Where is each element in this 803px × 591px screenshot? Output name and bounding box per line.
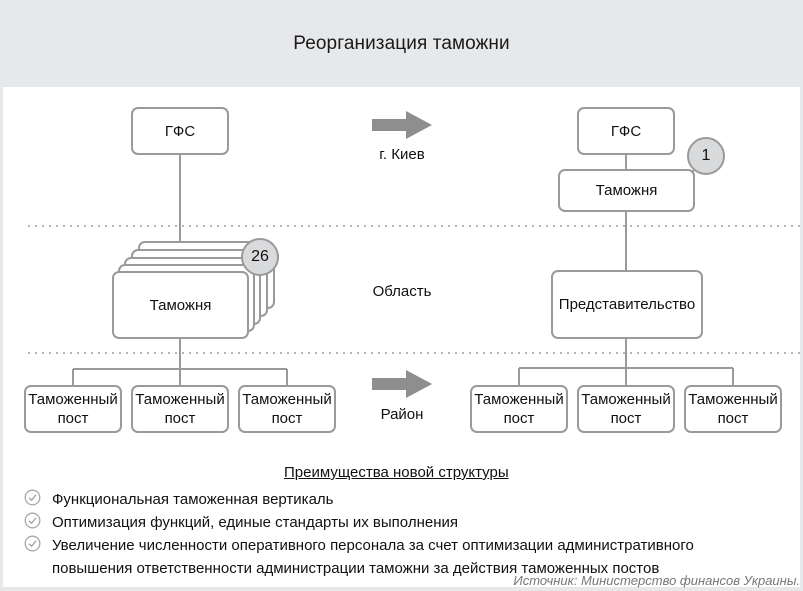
post-label-line2: пост xyxy=(717,410,749,427)
check-circle-icon xyxy=(24,535,41,552)
post-label-line1: Таможенный xyxy=(581,391,671,408)
benefit-text: Оптимизация функций, единые стандарты их… xyxy=(52,514,458,531)
after-post-box: Таможенный пост xyxy=(684,385,782,433)
before-customs-label: Таможня xyxy=(149,296,212,314)
post-label-line2: пост xyxy=(271,410,303,427)
after-post-box: Таможенный пост xyxy=(577,385,675,433)
before-customs-count: 26 xyxy=(251,248,269,265)
post-label-line1: Таможенный xyxy=(135,391,225,408)
before-post-box: Таможенный пост xyxy=(131,385,229,433)
representation-box: Представительство xyxy=(551,270,703,339)
level-label-kyiv: г. Киев xyxy=(379,146,425,163)
before-customs-box: Таможня xyxy=(112,271,249,339)
benefit-item: Увеличение численности оперативного перс… xyxy=(24,534,694,580)
before-gfs-box: ГФС xyxy=(131,107,229,155)
benefit-text-continued: повышения ответственности администрации … xyxy=(52,560,660,577)
before-gfs-label: ГФС xyxy=(164,122,196,140)
after-post-box: Таможенный пост xyxy=(470,385,568,433)
before-post-box: Таможенный пост xyxy=(238,385,336,433)
source-note: Источник: Министерство финансов Украины. xyxy=(513,573,800,588)
post-label-line1: Таможенный xyxy=(688,391,778,408)
header: Реорганизация таможни xyxy=(0,0,803,87)
representation-label: Представительство xyxy=(558,296,696,313)
post-label-line2: пост xyxy=(57,410,89,427)
after-customs-count: 1 xyxy=(701,147,711,164)
after-customs-count-badge: 1 xyxy=(687,137,725,175)
benefits-title: Преимущества новой структуры xyxy=(284,464,509,481)
post-label-line1: Таможенный xyxy=(474,391,564,408)
arrow-right-icon xyxy=(372,111,432,139)
post-label-line1: Таможенный xyxy=(28,391,118,408)
post-label-line2: пост xyxy=(164,410,196,427)
benefit-item: Оптимизация функций, единые стандарты их… xyxy=(24,511,458,534)
check-circle-icon xyxy=(24,512,41,529)
benefit-item: Функциональная таможенная вертикаль xyxy=(24,488,333,511)
post-label-line2: пост xyxy=(503,410,535,427)
before-post-box: Таможенный пост xyxy=(24,385,122,433)
page-title: Реорганизация таможни xyxy=(293,32,510,54)
level-label-oblast: Область xyxy=(372,283,432,300)
post-label-line1: Таможенный xyxy=(242,391,332,408)
after-gfs-label: ГФС xyxy=(610,122,642,140)
benefit-text: Увеличение численности оперативного перс… xyxy=(52,537,694,554)
level-label-raion: Район xyxy=(380,406,424,423)
post-label-line2: пост xyxy=(610,410,642,427)
before-customs-count-badge: 26 xyxy=(241,238,279,276)
after-customs-box: Таможня xyxy=(558,169,695,212)
after-customs-label: Таможня xyxy=(595,182,658,199)
benefit-text: Функциональная таможенная вертикаль xyxy=(52,491,334,508)
arrow-right-icon xyxy=(372,370,432,398)
after-gfs-box: ГФС xyxy=(577,107,675,155)
check-circle-icon xyxy=(24,489,41,506)
